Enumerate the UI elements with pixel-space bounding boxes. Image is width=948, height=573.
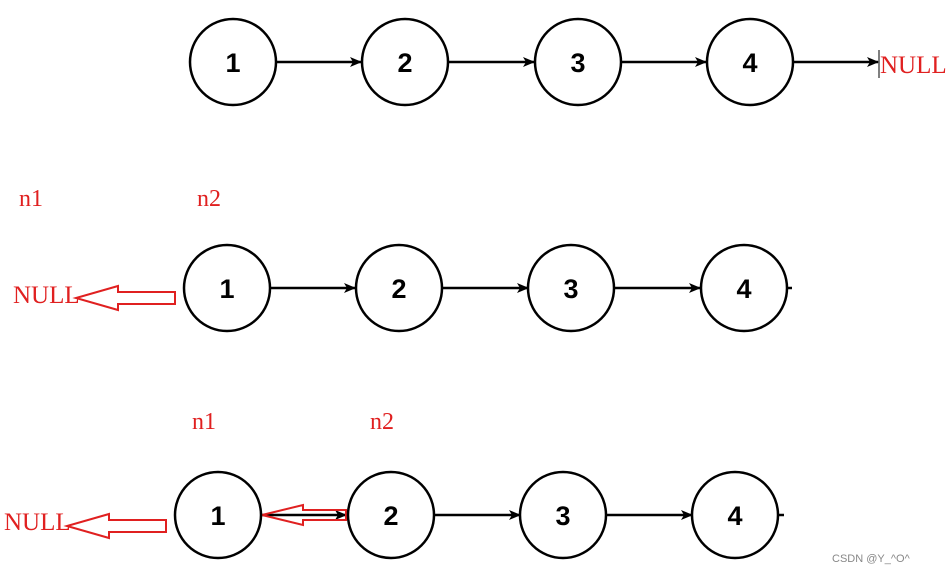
- row1-null-label: NULL: [880, 52, 947, 79]
- row3-node-1-label: 1: [210, 501, 225, 531]
- row3-node-3-label: 3: [555, 501, 570, 531]
- row3-node-2-label: 2: [383, 501, 398, 531]
- row2-node-2: [354, 243, 444, 333]
- row2-node-4: [699, 243, 789, 333]
- row2-pointer-n1: n1: [19, 186, 43, 212]
- row2-node-3-label: 3: [563, 274, 578, 304]
- row2-node-3: [526, 243, 616, 333]
- watermark-text: CSDN @Y_^O^: [832, 553, 911, 565]
- row2-null-label: NULL: [13, 282, 80, 309]
- row3-node-3: [518, 470, 608, 560]
- row3-pointer-n1: n1: [192, 409, 216, 435]
- row2-red-arrow-to-null: [72, 284, 176, 312]
- row1-node-3-label: 3: [570, 48, 585, 78]
- row3-null-label: NULL: [4, 509, 71, 536]
- row3-pointer-n2: n2: [370, 409, 394, 435]
- row1-node-2-label: 2: [397, 48, 412, 78]
- row-3-reversed-link: n1 n2 NULL 1 2 3 4: [4, 409, 784, 560]
- row2-node-2-label: 2: [391, 274, 406, 304]
- row1-node-1-label: 1: [225, 48, 240, 78]
- row1-node-4-label: 4: [742, 48, 757, 78]
- row3-node-4-label: 4: [727, 501, 742, 531]
- row3-red-arrow-to-null: [63, 512, 167, 540]
- row1-node-1: [188, 17, 278, 107]
- row2-pointer-n2: n2: [197, 186, 221, 212]
- row-2-initial-pointers: n1 n2 NULL 1 2 3 4: [13, 186, 792, 333]
- row-1-original-list: 1 2 3 4 NULL: [188, 17, 947, 107]
- row3-node-4: [690, 470, 780, 560]
- row3-node-1: [173, 470, 263, 560]
- row2-node-1: [182, 243, 272, 333]
- row1-node-2: [360, 17, 450, 107]
- row3-node-2: [346, 470, 436, 560]
- row1-node-3: [533, 17, 623, 107]
- row3-red-arrow-2-to-1: [261, 503, 347, 527]
- row1-node-4: [705, 17, 795, 107]
- row2-node-4-label: 4: [736, 274, 751, 304]
- row2-node-1-label: 1: [219, 274, 234, 304]
